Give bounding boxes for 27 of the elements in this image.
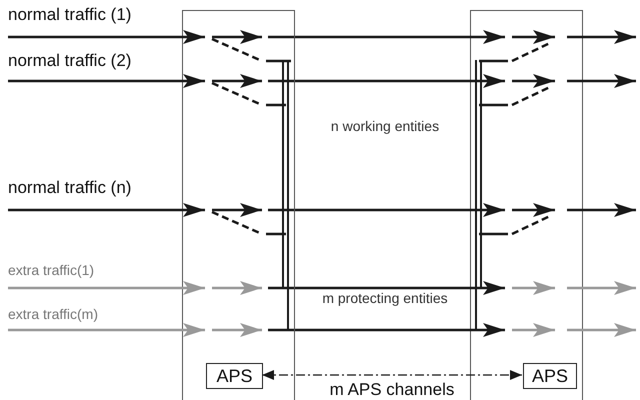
section-label: m protecting entities	[321, 290, 449, 308]
arrow	[295, 323, 505, 337]
traffic-label: extra traffic(m)	[8, 306, 99, 324]
arrow	[567, 323, 636, 337]
arrow	[295, 281, 505, 295]
arrow	[295, 203, 505, 217]
arrow	[8, 323, 205, 337]
arrow	[295, 30, 505, 44]
arrow	[8, 30, 205, 44]
section-label: n working entities	[330, 118, 440, 136]
bridge-box	[182, 10, 295, 400]
arrow	[567, 74, 636, 88]
arrow	[8, 281, 205, 295]
arrow	[567, 281, 636, 295]
traffic-label: extra traffic(1)	[8, 262, 96, 280]
dash-dot-arrow	[262, 370, 522, 380]
traffic-label: normal traffic (1)	[8, 4, 132, 26]
traffic-label: normal traffic (n)	[8, 177, 132, 198]
arrow	[295, 74, 505, 88]
aps-box: APS	[206, 363, 263, 389]
bridge-box	[470, 10, 583, 400]
arrow	[8, 203, 205, 217]
arrow	[567, 30, 636, 44]
aps-box: APS	[523, 363, 577, 389]
arrow	[567, 203, 636, 217]
traffic-label: normal traffic (2)	[8, 50, 132, 72]
arrow	[8, 74, 205, 88]
